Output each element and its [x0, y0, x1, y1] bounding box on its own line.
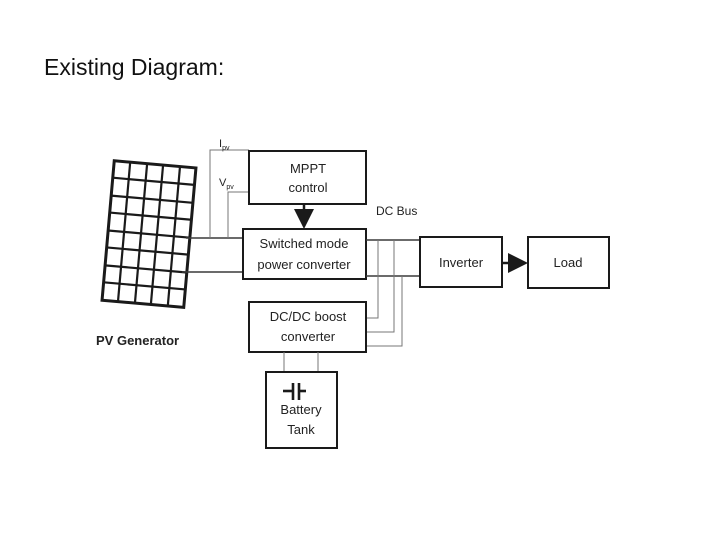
inverter-label: Inverter	[439, 255, 484, 270]
capacitor-icon	[283, 383, 306, 400]
dc-bus-wires	[366, 239, 420, 347]
power-converter-block: Switched mode power converter	[242, 228, 367, 280]
pv-output-wires	[182, 237, 244, 273]
slide-title: Existing Diagram:	[44, 54, 225, 80]
converter-label-line2: power converter	[257, 257, 351, 272]
ipv-label: Ipv	[219, 138, 230, 152]
pv-panel-icon	[100, 159, 198, 310]
boost-label-line2: converter	[281, 329, 336, 344]
converter-label-line1: Switched mode	[260, 236, 349, 251]
load-block: Load	[527, 236, 610, 289]
inverter-block: Inverter	[419, 236, 503, 288]
battery-label-line2: Tank	[287, 422, 315, 437]
boost-to-battery-wires	[283, 352, 319, 372]
battery-tank-block: Battery Tank	[265, 371, 338, 449]
mppt-label-line2: control	[288, 180, 327, 195]
battery-label-line1: Battery	[280, 402, 322, 417]
sense-wires	[209, 149, 249, 238]
boost-label-line1: DC/DC boost	[270, 309, 347, 324]
vpv-label: Vpv	[219, 177, 234, 191]
mppt-label-line1: MPPT	[290, 161, 326, 176]
load-label: Load	[554, 255, 583, 270]
mppt-control-block: MPPT control	[248, 150, 367, 205]
boost-converter-block: DC/DC boost converter	[248, 301, 367, 353]
dc-bus-label: DC Bus	[376, 204, 417, 218]
pv-generator-label: PV Generator	[96, 333, 179, 348]
